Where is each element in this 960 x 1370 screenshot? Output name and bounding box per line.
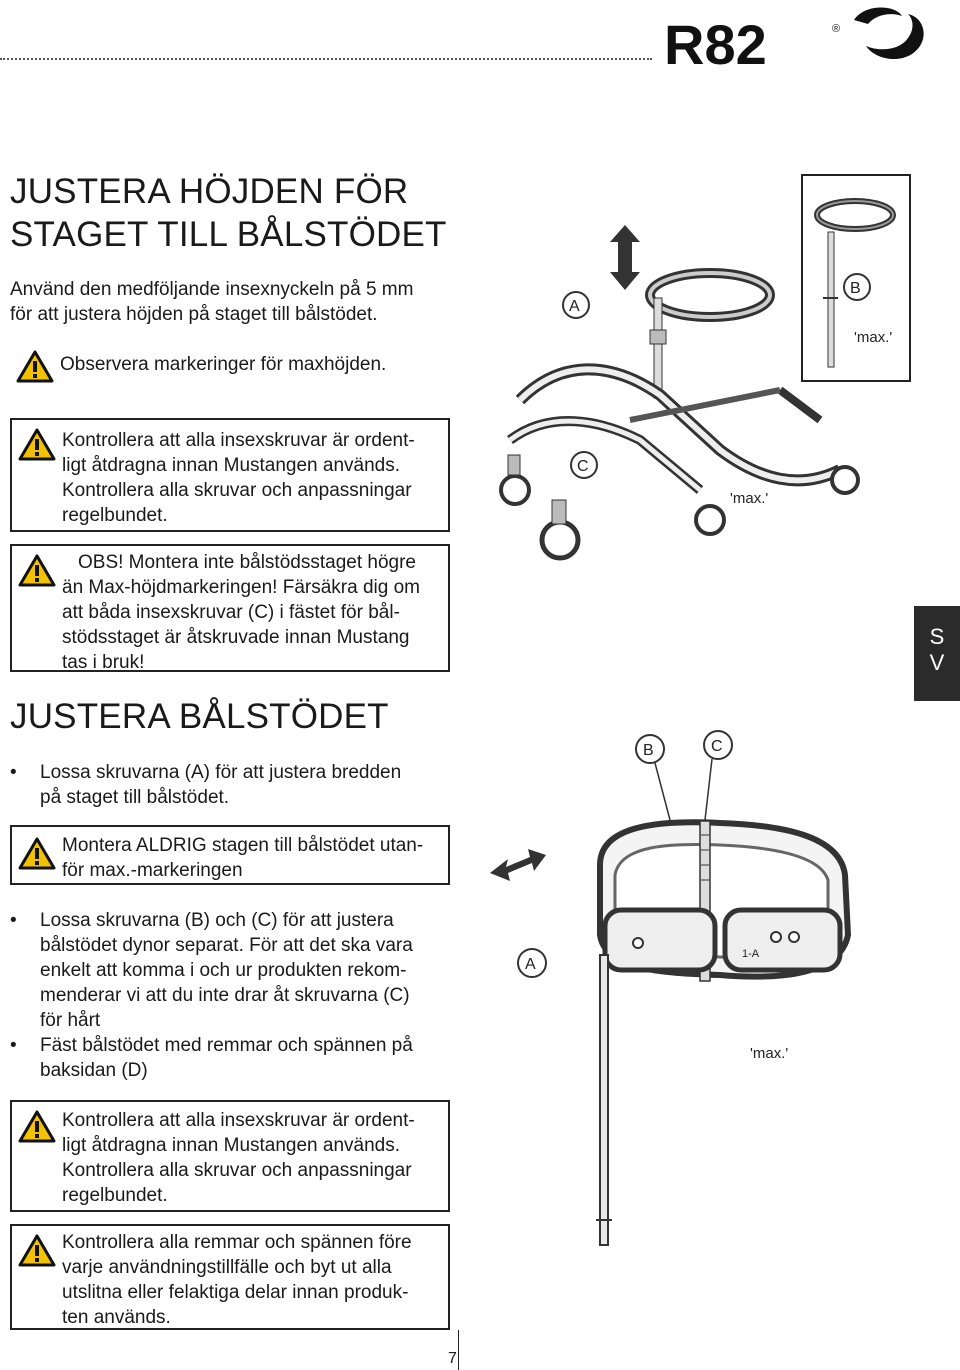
label-b: B: [850, 280, 861, 297]
warning-text: Kontrollera alla remmar och spännen före…: [62, 1232, 412, 1328]
figure-trunk-support-adjust: B C 1-A A 'max.': [480, 725, 880, 1275]
logo-text: R82: [664, 13, 767, 72]
label-c-circle: [570, 451, 598, 479]
warning-box-check-screws-2: Kontrollera att alla insexskruvar är ord…: [10, 1100, 450, 1212]
warning-text: Montera ALDRIG stagen till bålstödet uta…: [62, 835, 424, 881]
warning-note-max-height: Observera markeringer för maxhöjden.: [10, 350, 460, 383]
warning-text: Kontrollera att alla insexskruvar är ord…: [62, 1110, 415, 1206]
instruction-list-2: Lossa skruvarna (B) och (C) för att just…: [10, 908, 460, 1083]
warning-icon: [18, 428, 56, 461]
label-b-circle: [635, 734, 665, 764]
warning-icon: [18, 554, 56, 587]
warning-text: Kontrollera att alla insexskruvar är ord…: [62, 430, 415, 526]
list-item: Lossa skruvarna (A) för att justera bred…: [10, 760, 460, 810]
warning-note-text: Observera markeringer för maxhöjden.: [60, 354, 387, 375]
list-item: Lossa skruvarna (B) och (C) för att just…: [10, 908, 460, 1033]
label-a-circle: [517, 948, 547, 978]
header-dotted-rule: [0, 58, 652, 60]
label-b-circle: [843, 273, 871, 301]
warning-icon: [18, 1234, 56, 1267]
warning-box-check-straps: Kontrollera alla remmar och spännen före…: [10, 1224, 450, 1330]
width-arrow-icon: [490, 849, 546, 881]
intro-text: Använd den medföljande insexnyckeln på 5…: [10, 279, 414, 325]
footer-rule: [458, 1330, 459, 1370]
warning-icon: [18, 1110, 56, 1143]
list-item: Fäst bålstödet med remmar och spännen på…: [10, 1033, 460, 1083]
section-title-adjust-trunk-support: JUSTERA BÅLSTÖDET: [10, 697, 389, 736]
logo-swoosh-icon: [854, 7, 902, 24]
label-a-circle: [562, 291, 590, 319]
label-a: A: [569, 298, 580, 315]
page-number: 7: [448, 1350, 457, 1367]
warning-text: OBS! Montera inte bålstödsstaget högre ä…: [62, 552, 420, 673]
warning-icon: [16, 350, 54, 383]
max-label-inset: 'max.': [854, 329, 892, 346]
figure-walker-height-adjust: B 'max.' A C 'max.': [480, 170, 920, 575]
instruction-list-1: Lossa skruvarna (A) för att justera bred…: [10, 760, 460, 810]
label-b: B: [643, 742, 654, 759]
label-c-circle: [703, 730, 733, 760]
logo-registered-mark: ®: [832, 23, 840, 35]
warning-box-never-outside-max: Montera ALDRIG stagen till bålstödet uta…: [10, 825, 450, 885]
label-c: C: [711, 738, 723, 755]
label-c: C: [577, 458, 589, 475]
max-label: 'max.': [730, 490, 768, 507]
warning-icon: [18, 837, 56, 870]
scale-mark: 1-A: [742, 948, 760, 960]
label-a: A: [525, 956, 536, 973]
up-down-arrow-icon: [610, 225, 640, 290]
max-label: 'max.': [750, 1045, 788, 1062]
warning-box-max-mark: OBS! Montera inte bålstödsstaget högre ä…: [10, 544, 450, 673]
warning-box-check-screws: Kontrollera att alla insexskruvar är ord…: [10, 418, 450, 532]
r82-logo: R82 ®: [664, 2, 954, 77]
